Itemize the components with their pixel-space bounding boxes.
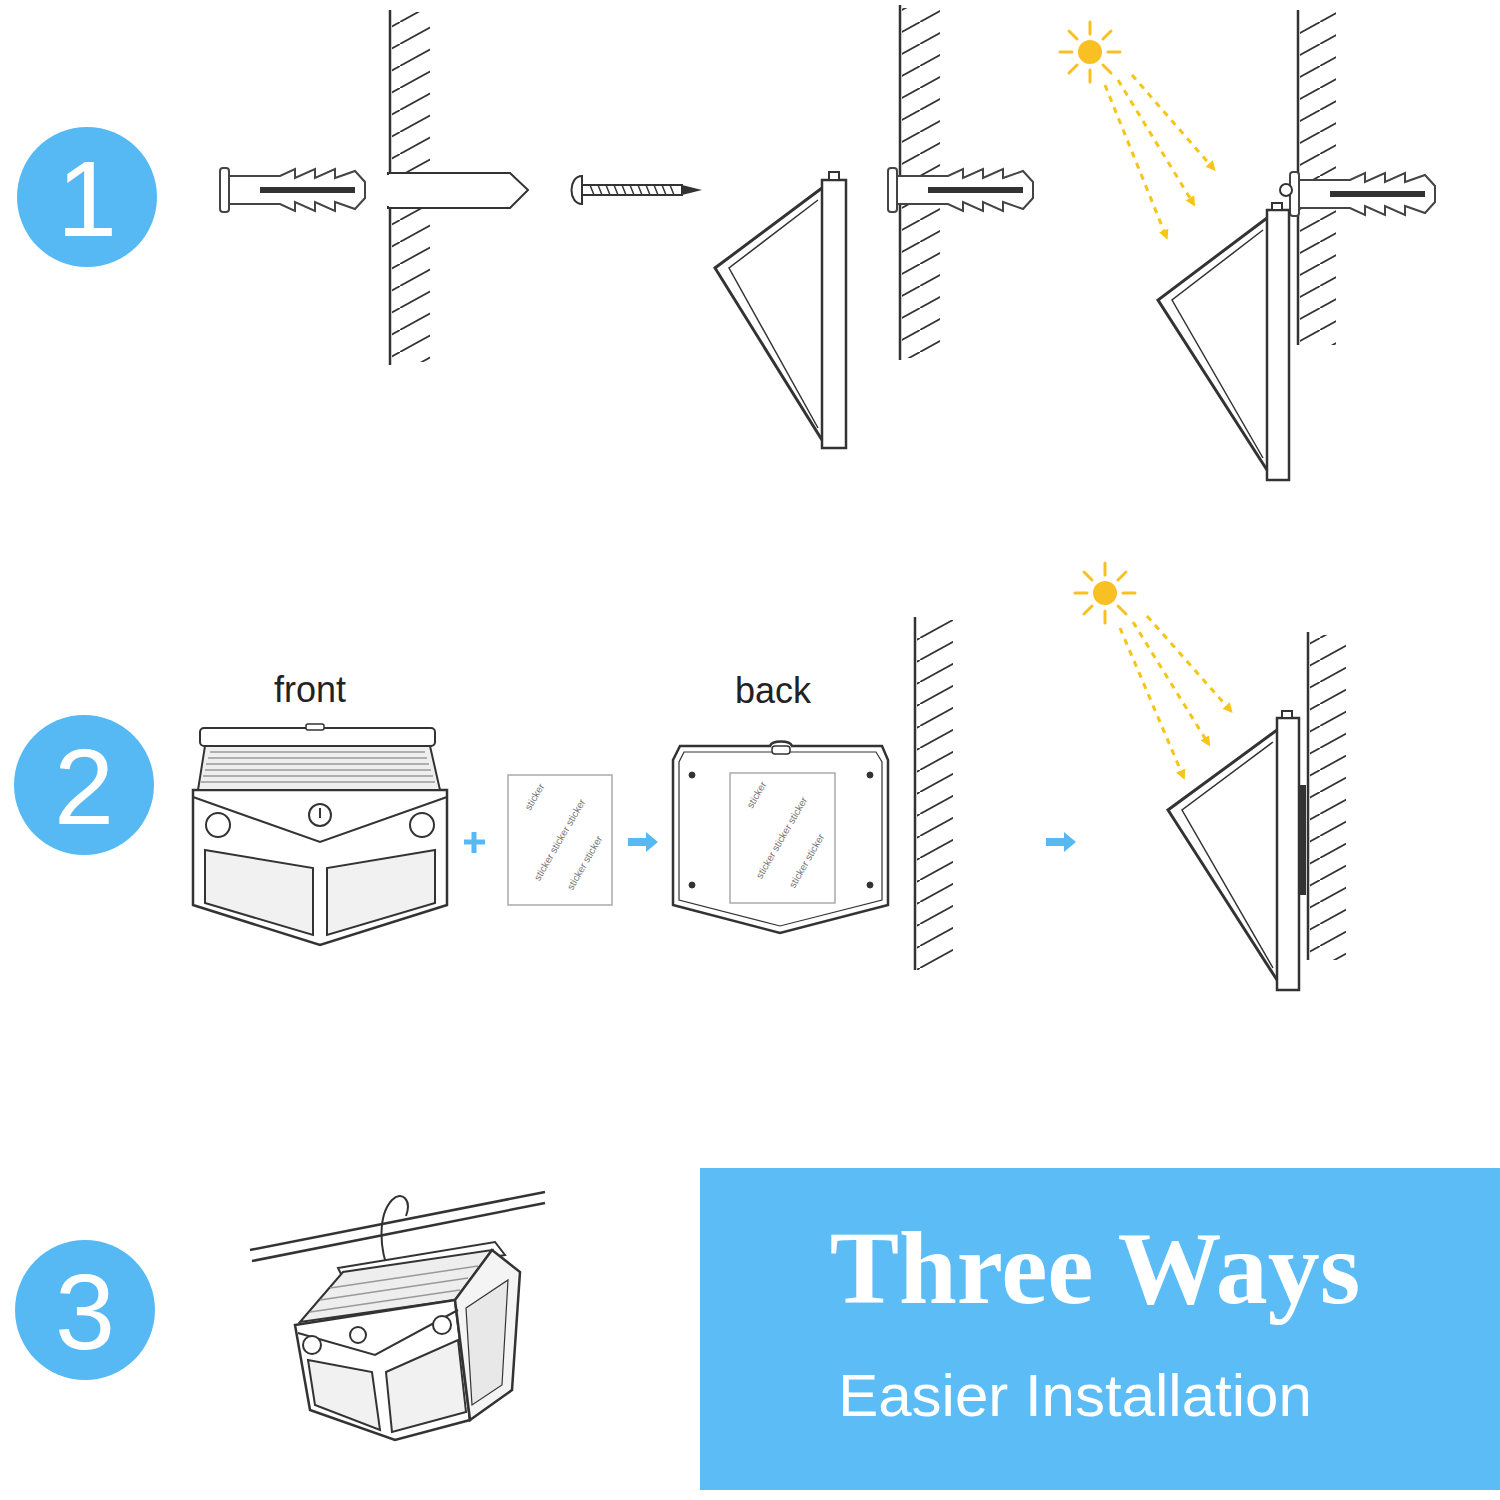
- sun: [1075, 563, 1135, 623]
- adhesive-sticker: [508, 775, 612, 905]
- step-number: 3: [55, 1258, 115, 1366]
- step-number-circle: 3: [15, 1240, 155, 1380]
- band-heading: Three Ways: [830, 1216, 1361, 1320]
- step-number: 2: [54, 733, 114, 841]
- step-number-circle: 2: [14, 715, 154, 855]
- wall-anchor: [888, 168, 1033, 212]
- wall: [1298, 10, 1336, 345]
- solar-light-side: [715, 172, 846, 448]
- sun-rays: [1120, 616, 1230, 776]
- wall-anchor: [220, 168, 365, 212]
- solar-light-mounted: [1158, 184, 1292, 480]
- band-subheading: Easier Installation: [838, 1366, 1312, 1426]
- view-label: front: [274, 672, 346, 708]
- light-back-view: [673, 742, 888, 934]
- sun-rays: [1105, 75, 1213, 236]
- light-front-view: [193, 724, 447, 945]
- screw: [572, 176, 703, 204]
- wall: [384, 10, 528, 365]
- wall: [1308, 632, 1346, 960]
- wall-anchor: [1290, 172, 1435, 216]
- circle-fill: [14, 715, 154, 855]
- circle-fill: [17, 127, 157, 267]
- circle-fill: [15, 1240, 155, 1380]
- wall: [915, 617, 953, 970]
- view-label: back: [735, 673, 811, 709]
- title-band: Three WaysEasier Installation: [700, 1168, 1500, 1490]
- light-hanging-view: [295, 1242, 520, 1440]
- solar-light-mounted: [1168, 711, 1306, 990]
- sun: [1060, 22, 1120, 82]
- step-arrow: [628, 832, 658, 852]
- step-number-circle: 1: [17, 127, 157, 267]
- step-number: 1: [57, 145, 117, 253]
- step-arrow: [1046, 832, 1076, 852]
- plus-sign: [464, 832, 485, 853]
